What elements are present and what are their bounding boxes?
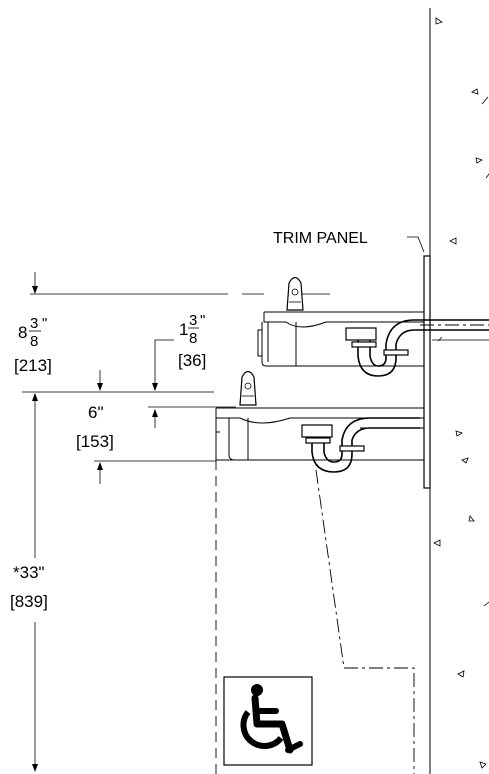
upper-fountain (257, 276, 489, 377)
dim-offset-denominator: 8 (189, 330, 197, 347)
dim-offset-mm: [36] (178, 351, 206, 370)
dim-lower: 6" (88, 403, 104, 422)
dim-offset-whole: 1 (179, 320, 188, 339)
concrete-hatch (433, 17, 489, 769)
dim-upper-numerator: 3 (30, 315, 38, 332)
wall (429, 8, 489, 774)
dim-offset-unit: " (200, 312, 205, 329)
knee-clearance-outline (215, 460, 415, 774)
dim-lower-mm: [153] (76, 432, 114, 451)
dim-upper-whole: 8 (18, 323, 27, 342)
trim-panel-label: TRIM PANEL (273, 230, 368, 247)
wheelchair-accessibility-icon (223, 676, 313, 766)
dimension-lines (22, 272, 330, 772)
dim-upper-unit: " (42, 315, 47, 332)
dimension-labels: 8 3 8 " [213] 1 3 8 " [36] 6" [153] *33"… (10, 312, 206, 611)
dim-offset-numerator: 3 (189, 312, 197, 329)
dim-upper-denominator: 8 (30, 333, 38, 350)
dim-height-mm: [839] (10, 592, 48, 611)
dim-height: *33" (13, 563, 45, 582)
trim-panel: TRIM PANEL (273, 230, 431, 489)
dim-upper-mm: [213] (14, 356, 52, 375)
lower-fountain (215, 370, 424, 473)
